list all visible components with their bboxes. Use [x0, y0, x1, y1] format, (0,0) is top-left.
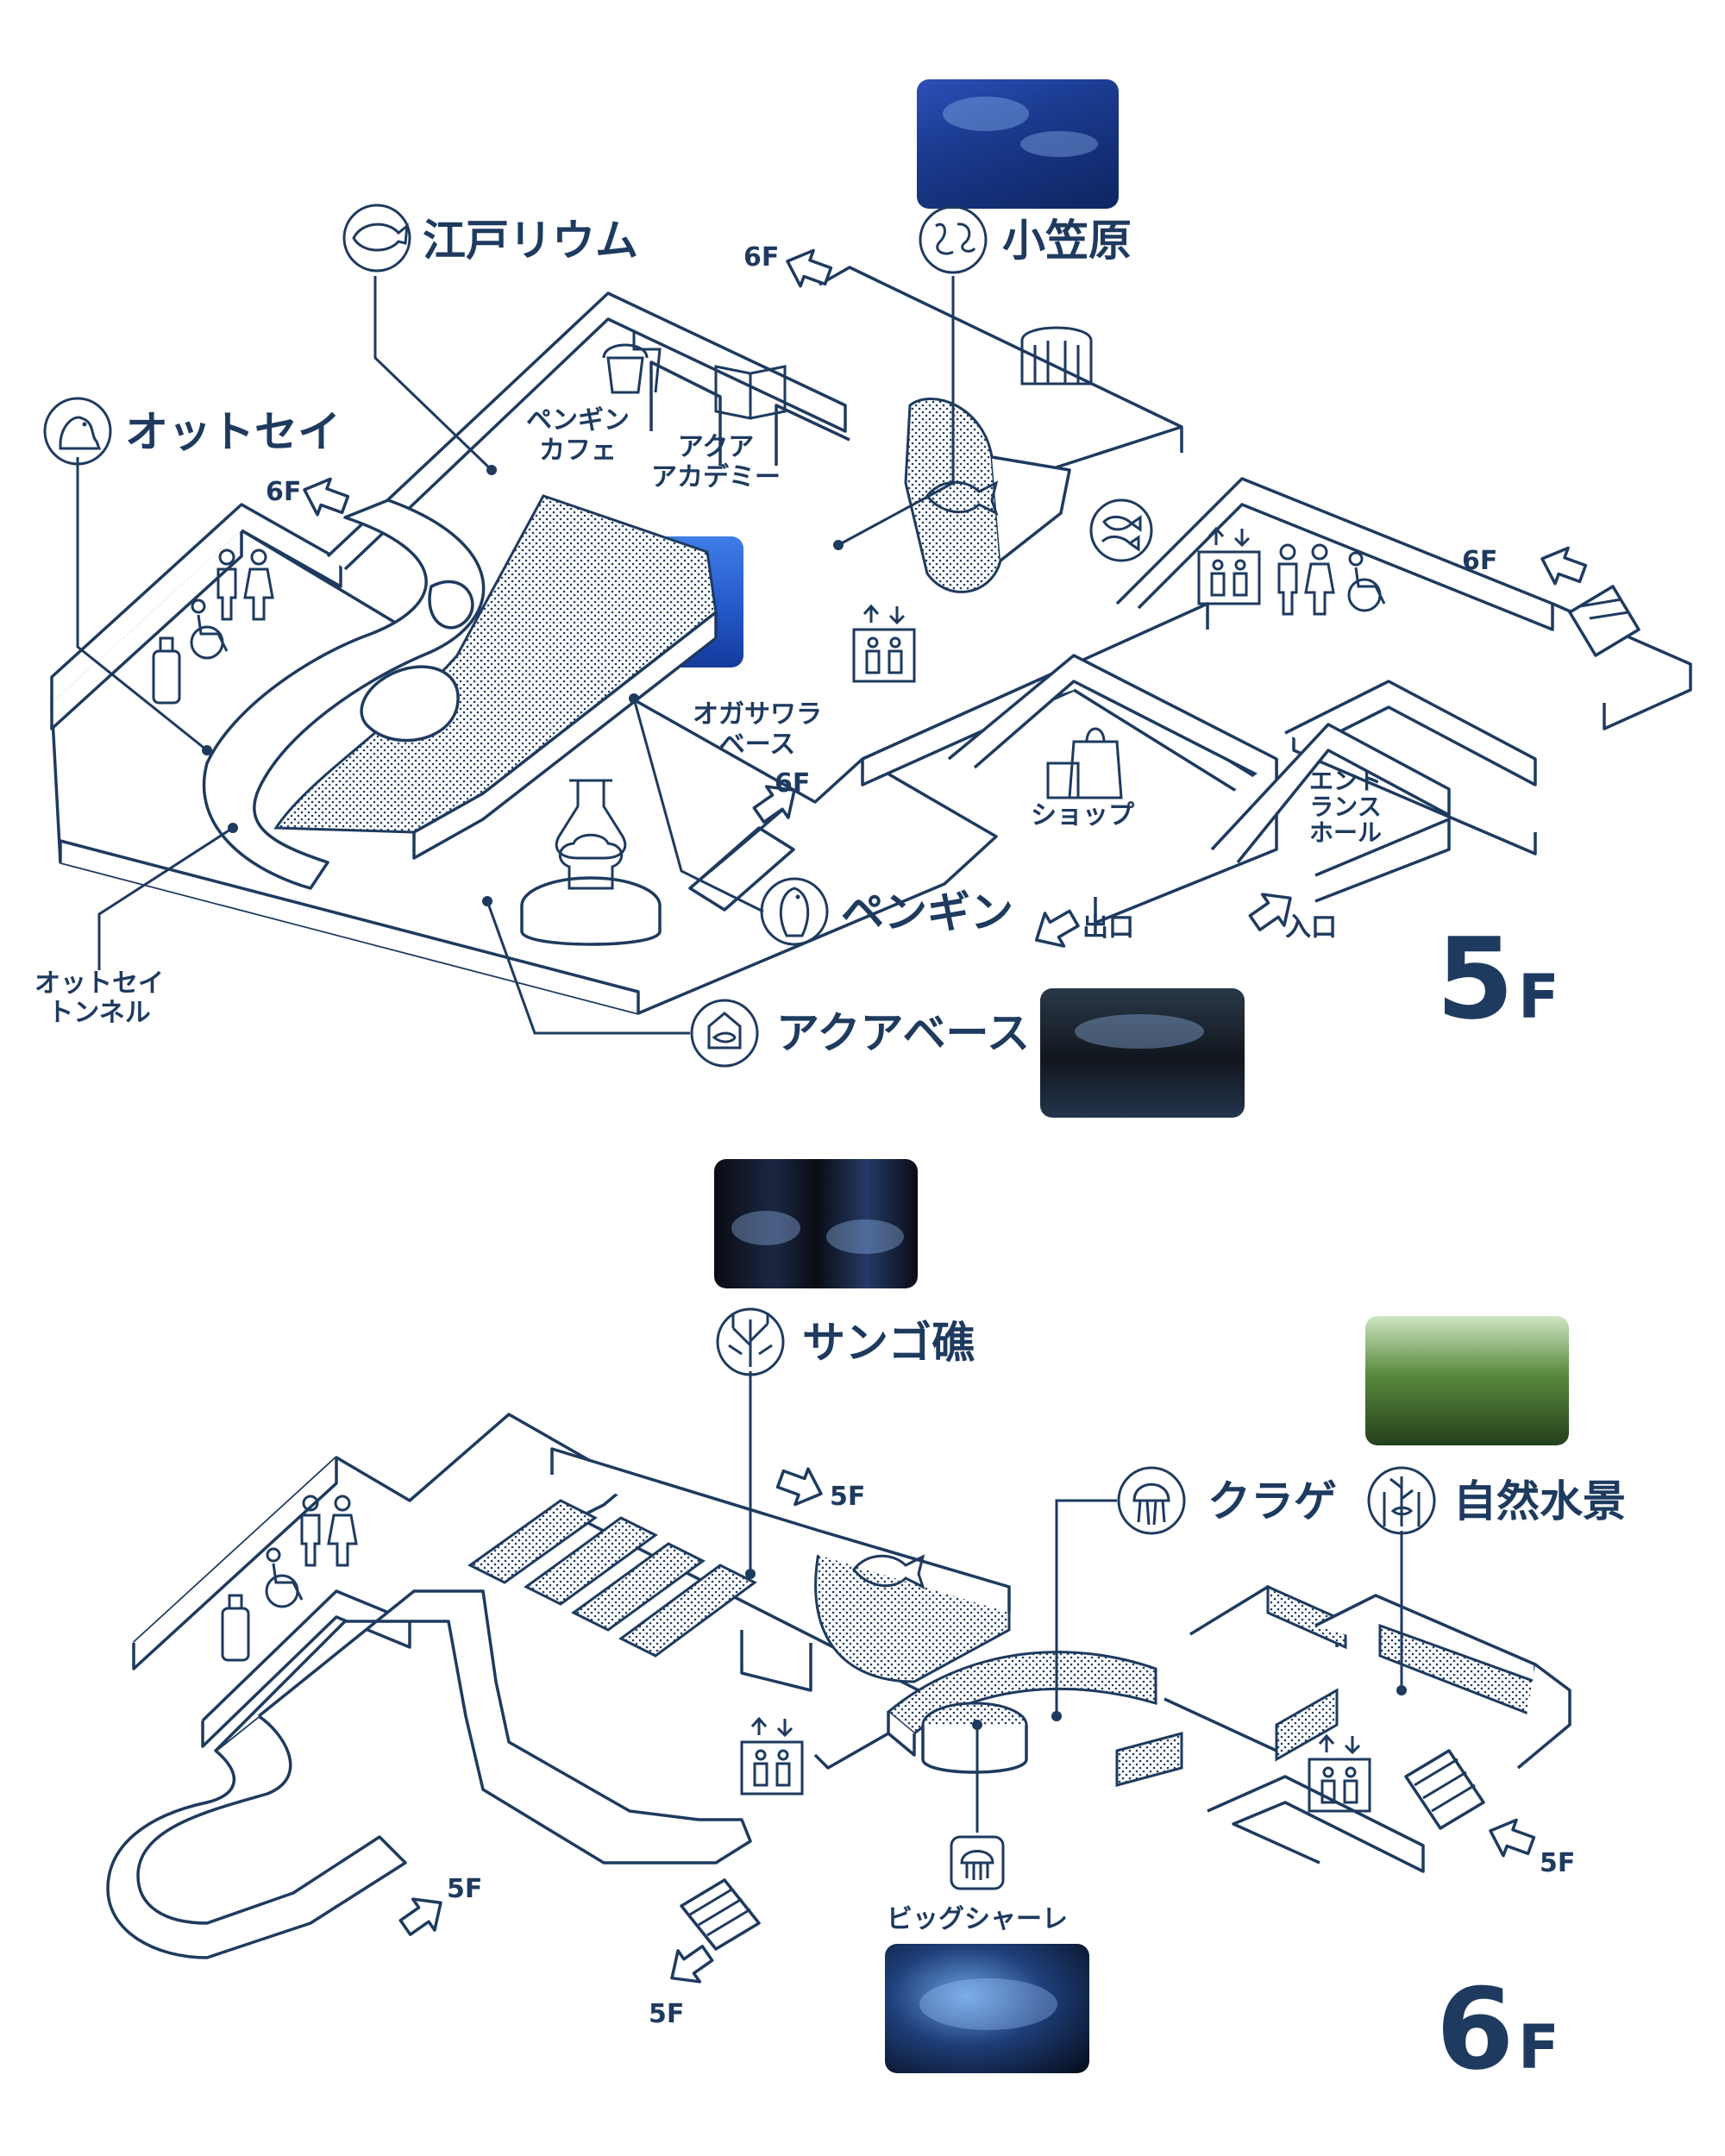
photo-aquabase	[1040, 988, 1245, 1118]
label-entrance-hall-2: ランス	[1309, 793, 1381, 821]
label-entrance-hall-1: エント	[1309, 767, 1382, 795]
label-penguin-cafe-1: ペンギン	[526, 405, 630, 436]
floor-badge-6f-suffix: F	[1518, 2012, 1559, 2083]
seal-icon	[43, 397, 112, 466]
floor-badge-5f-suffix: F	[1518, 962, 1559, 1032]
baby-bottle-icon-6f	[221, 1594, 250, 1662]
arrow-label-6f-2: 6F	[266, 477, 301, 507]
elevator-icon-6f-west	[740, 1716, 804, 1796]
fish-tank-icon	[925, 480, 999, 516]
photo-coral-reef	[714, 1159, 918, 1288]
floor-6-plan	[106, 1413, 1571, 1959]
area-name-ogasawara: 小笠原	[1002, 216, 1132, 266]
label-ottosei-tunnel-1: オットセイ	[34, 968, 164, 999]
photo-big-dish	[885, 1944, 1089, 2073]
callout-lines	[76, 276, 1407, 1833]
wheelchair-icon	[190, 599, 229, 660]
photo-nature	[1365, 1316, 1569, 1445]
elevator-icon-east	[1197, 526, 1261, 605]
book-icon	[714, 365, 787, 420]
area-name-shizen: 自然水景	[1453, 1476, 1626, 1526]
restroom-icon-6f	[300, 1495, 358, 1567]
coral-icon	[716, 1307, 785, 1376]
shop-bag-icon	[1046, 727, 1123, 799]
gate-icon	[1020, 326, 1093, 385]
label-entrance-hall-3: ホール	[1309, 818, 1382, 847]
wheelchair-icon-6f	[265, 1547, 304, 1608]
baby-bottle-icon	[152, 636, 181, 705]
area-name-kurage: クラゲ	[1208, 1476, 1337, 1526]
area-name-edoriumu: 江戸リウム	[423, 216, 638, 266]
jellyfish-icon	[1117, 1466, 1186, 1535]
floor-badge-6f: 6	[1436, 1964, 1514, 2095]
label-penguin-cafe-2: カフェ	[539, 436, 617, 466]
arrow-label-5f-2: 5F	[447, 1874, 482, 1904]
floor-5-plan	[50, 266, 1692, 1015]
area-name-big-dish: ビッグシャーレ	[887, 1904, 1068, 1934]
label-ogasawara-base-2: ベース	[719, 730, 796, 760]
label-exit: 出口	[1082, 912, 1134, 943]
photo-ogasawara	[917, 79, 1119, 209]
arrow-label-6f-3: 6F	[775, 768, 810, 799]
label-aqua-academy-1: アクア	[678, 432, 755, 462]
elevator-icon	[852, 604, 916, 683]
jellyfish-small-icon	[950, 1835, 1005, 1890]
restroom-icon	[216, 548, 274, 621]
arrow-label-6f-1: 6F	[743, 242, 779, 273]
coral-island-icon	[919, 205, 988, 274]
area-name-sango: サンゴ礁	[802, 1318, 975, 1368]
two-fish-icon	[1089, 498, 1153, 562]
floor-badge-5f: 5	[1436, 913, 1514, 1044]
area-name-aquabase: アクアベース	[776, 1008, 1030, 1058]
arrow-label-6f-4: 6F	[1462, 546, 1497, 576]
fish-icon	[342, 204, 411, 273]
wheelchair-icon-east	[1347, 551, 1386, 612]
area-name-penguin: ペンギン	[841, 887, 1013, 937]
cafe-icon	[602, 332, 662, 394]
arrow-label-5f-4: 5F	[1540, 1848, 1575, 1878]
area-name-ottosei: オットセイ	[125, 407, 341, 457]
label-entrance: 入口	[1285, 912, 1337, 943]
arrow-label-5f-3: 5F	[649, 1999, 684, 2029]
label-shop: ショップ	[1031, 800, 1135, 830]
arrow-label-5f-1: 5F	[830, 1482, 865, 1512]
fish-tank-icon-2	[852, 1554, 925, 1589]
label-aqua-academy-2: アカデミー	[651, 462, 781, 492]
label-ottosei-tunnel-2: トンネル	[47, 998, 150, 1028]
restroom-icon-east	[1277, 543, 1335, 616]
aquabase-icon	[690, 999, 759, 1068]
elevator-icon-6f-east	[1308, 1733, 1371, 1813]
label-ogasawara-base-1: オガサワラ	[693, 699, 822, 730]
penguin-icon	[760, 877, 829, 946]
aquatic-plant-icon	[1367, 1466, 1436, 1535]
